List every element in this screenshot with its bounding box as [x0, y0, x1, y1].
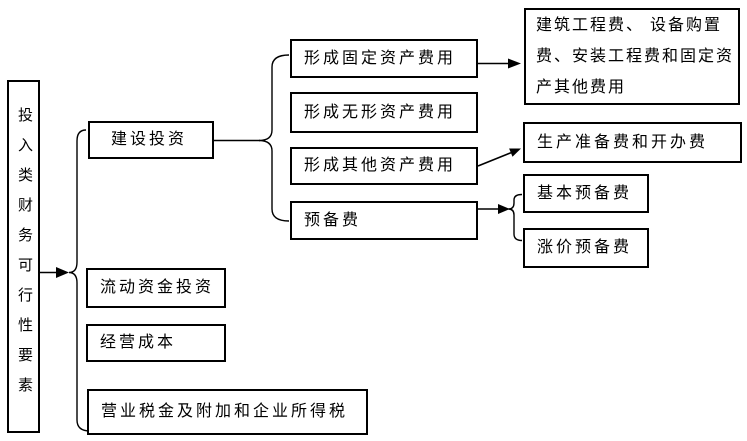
node-working-capital-investment: 流动资金投资: [86, 268, 226, 308]
node-operating-cost: 经营成本: [86, 324, 226, 362]
arrowhead-icon: [509, 148, 521, 157]
node-business-tax-and-income-tax: 营业税金及附加和企业所得税: [87, 389, 368, 435]
node-other-asset-cost: 形成其他资产费用: [290, 147, 478, 185]
node-label: 营业税金及附加和企业所得税: [101, 403, 349, 420]
node-label: 形成无形资产费用: [304, 103, 457, 121]
connector-fixed-to-detail: [478, 58, 521, 69]
node-label: 预备费: [304, 211, 362, 229]
arrowhead-icon: [508, 58, 521, 69]
node-label: 形成其他资产费用: [304, 157, 457, 174]
node-label: 形成固定资产费用: [304, 49, 457, 67]
node-root-feasibility-elements: 投入类财务可行性要素: [7, 80, 40, 433]
arrowhead-icon: [498, 204, 510, 214]
node-reserve-fee: 预备费: [290, 201, 478, 240]
node-construction-investment: 建设投资: [88, 121, 214, 159]
connector-reserve-to-children: [478, 193, 523, 242]
node-label: 流动资金投资: [100, 279, 215, 296]
node-intangible-asset-cost: 形成无形资产费用: [290, 92, 478, 133]
node-label-line: 产其他费用: [536, 79, 627, 96]
node-price-escalation-reserve-fee: 涨价预备费: [523, 228, 649, 268]
node-label: 生产准备费和开办费: [537, 133, 709, 151]
node-basic-reserve-fee: 基本预备费: [523, 174, 649, 213]
node-production-prep-fee: 生产准备费和开办费: [523, 122, 742, 163]
node-label-line: 费、安装工程费和固定资: [536, 48, 735, 65]
connector-other-to-prodprep: [477, 148, 521, 167]
node-label: 基本预备费: [537, 184, 633, 202]
node-label: 涨价预备费: [537, 239, 633, 256]
connector-construction-to-level2: [214, 54, 290, 222]
connector-root-to-level1: [40, 129, 91, 432]
node-label: 经营成本: [100, 334, 177, 351]
node-fixed-asset-detail: 建筑工程费、 设备购置 费、安装工程费和固定资 产其他费用: [524, 8, 740, 105]
arrowhead-icon: [56, 267, 69, 278]
node-label-line: 建筑工程费、 设备购置: [536, 17, 723, 34]
node-label: 投入类财务可行性要素: [16, 106, 32, 407]
node-fixed-asset-cost: 形成固定资产费用: [290, 39, 478, 78]
node-label: 建设投资: [111, 131, 188, 148]
